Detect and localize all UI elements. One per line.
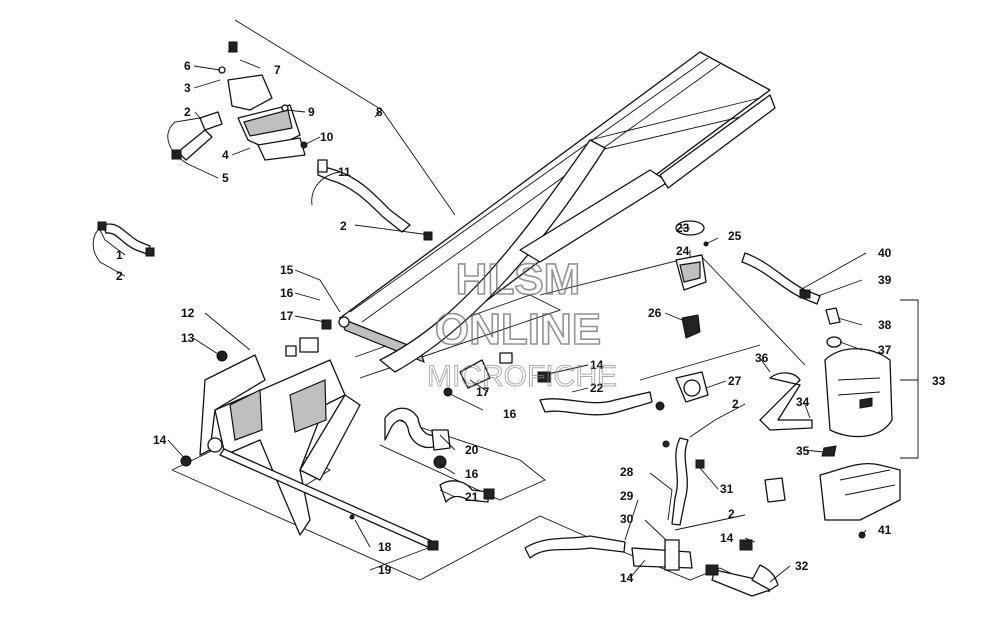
callout-41: 41 xyxy=(878,523,892,537)
callout-29: 29 xyxy=(620,489,634,503)
callout-26: 26 xyxy=(648,306,662,320)
callout-2b: 2 xyxy=(340,219,347,233)
callout-18: 18 xyxy=(378,540,392,554)
callout-17: 17 xyxy=(280,309,294,323)
callout-33: 33 xyxy=(932,374,946,388)
callout-9: 9 xyxy=(308,105,315,119)
callout-5: 5 xyxy=(222,171,229,185)
filler-neck xyxy=(675,220,709,403)
hose-1 xyxy=(97,221,155,257)
callout-17b: 17 xyxy=(476,385,490,399)
expansion-tank xyxy=(741,252,901,539)
callout-35: 35 xyxy=(796,444,810,458)
callout-38: 38 xyxy=(878,318,892,332)
callout-30: 30 xyxy=(620,512,634,526)
watermark-line-1: HLSM xyxy=(456,255,581,304)
leader-lines xyxy=(92,47,918,583)
callout-2: 2 xyxy=(184,105,191,119)
callout-14b: 14 xyxy=(590,358,604,372)
callout-7: 7 xyxy=(274,63,281,77)
heat-exchanger xyxy=(338,51,776,373)
callout-2d: 2 xyxy=(732,397,739,411)
callout-14c: 14 xyxy=(620,571,634,585)
watermark: HLSM ONLINE MICROFICHE xyxy=(427,254,618,393)
callout-23: 23 xyxy=(676,221,690,235)
callout-28: 28 xyxy=(620,465,634,479)
callout-3: 3 xyxy=(184,81,191,95)
callout-14: 14 xyxy=(153,433,167,447)
callout-37: 37 xyxy=(878,343,892,357)
callout-11: 11 xyxy=(338,165,351,179)
thermostat-housing xyxy=(218,41,308,161)
watermark-line-2: ONLINE xyxy=(435,305,601,354)
callout-40: 40 xyxy=(878,246,892,260)
callout-19: 19 xyxy=(378,563,392,577)
callout-22: 22 xyxy=(590,381,604,395)
callout-16c: 16 xyxy=(503,407,517,421)
callout-14d: 14 xyxy=(720,531,734,545)
callout-4: 4 xyxy=(222,148,229,162)
watermark-line-3: MICROFICHE xyxy=(427,360,617,393)
callout-21: 21 xyxy=(465,490,479,504)
callout-1: 1 xyxy=(116,248,123,262)
callout-2e: 2 xyxy=(728,507,735,521)
callout-2c: 2 xyxy=(116,269,123,283)
callout-27: 27 xyxy=(728,374,742,388)
callout-12: 12 xyxy=(181,306,195,320)
middle-hoses xyxy=(384,352,665,503)
callout-15: 15 xyxy=(280,263,294,277)
callout-34: 34 xyxy=(796,395,810,409)
callout-25: 25 xyxy=(728,229,742,243)
callout-10: 10 xyxy=(320,130,334,144)
callout-20: 20 xyxy=(465,443,479,457)
lower-hoses xyxy=(524,437,779,597)
callout-numbers: 6 7 3 2 9 8 10 4 5 11 2 1 2 15 16 17 12 … xyxy=(116,59,946,585)
callout-16: 16 xyxy=(280,286,294,300)
mounting-frame xyxy=(180,350,439,551)
callout-6: 6 xyxy=(184,59,191,73)
callout-24: 24 xyxy=(676,244,690,258)
hoses-upper xyxy=(171,111,433,241)
callout-16b: 16 xyxy=(465,467,479,481)
callout-32: 32 xyxy=(795,559,809,573)
callout-13: 13 xyxy=(181,331,195,345)
callout-8: 8 xyxy=(376,105,383,119)
upper-clamps xyxy=(285,319,332,357)
callout-36: 36 xyxy=(755,351,769,365)
callout-39: 39 xyxy=(878,273,892,287)
callout-31: 31 xyxy=(720,482,734,496)
